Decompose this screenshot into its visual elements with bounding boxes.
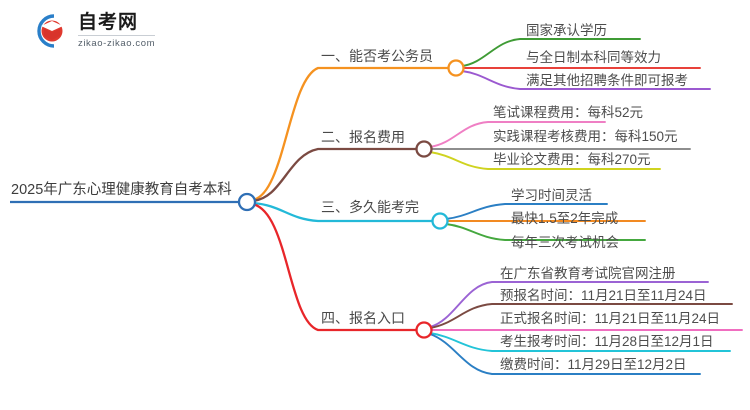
leaf-2-2: 实践课程考核费用：每科150元 <box>493 129 678 144</box>
leaf-4-1: 在广东省教育考试院官网注册 <box>500 266 676 281</box>
leaf-3-3-wrap[interactable]: 每年三次考试机会 <box>508 236 622 253</box>
branch-label-3: 三、多久能考完 <box>321 199 419 215</box>
branch-node-3[interactable] <box>431 212 449 230</box>
leaf-2-1-wrap[interactable]: 笔试课程费用：每科52元 <box>490 106 646 123</box>
leaf-2-3: 毕业论文费用：每科270元 <box>493 152 651 167</box>
branch-label-2: 二、报名费用 <box>321 129 405 145</box>
branch-node-4[interactable] <box>415 321 433 339</box>
leaf-1-2-wrap[interactable]: 与全日制本科同等效力 <box>523 51 664 68</box>
branch-label-3-wrap[interactable]: 三、多久能考完 <box>318 200 422 217</box>
leaf-3-1-wrap[interactable]: 学习时间灵活 <box>508 189 595 206</box>
root-label: 2025年广东心理健康教育自考本科 <box>11 182 232 198</box>
leaf-2-3-wrap[interactable]: 毕业论文费用：每科270元 <box>490 153 654 170</box>
leaf-3-1: 学习时间灵活 <box>511 188 592 203</box>
leaf-1-3-wrap[interactable]: 满足其他招聘条件即可报考 <box>523 74 691 91</box>
leaf-3-3: 每年三次考试机会 <box>511 235 619 250</box>
branch-label-1-wrap[interactable]: 一、能否考公务员 <box>318 49 436 66</box>
leaf-1-1-wrap[interactable]: 国家承认学历 <box>523 24 610 41</box>
leaf-1-1: 国家承认学历 <box>526 23 607 38</box>
leaf-4-3: 正式报名时间：11月21日至11月24日 <box>500 311 721 326</box>
leaf-1-2: 与全日制本科同等效力 <box>526 50 661 65</box>
branch-node-2[interactable] <box>415 140 433 158</box>
site-logo: 自考网 zikao-zikao.com <box>28 12 156 50</box>
leaf-4-5: 缴费时间：11月29日至12月2日 <box>500 357 687 372</box>
root-label-wrap[interactable]: 2025年广东心理健康教育自考本科 <box>8 183 235 201</box>
branch-label-1: 一、能否考公务员 <box>321 48 433 64</box>
branch-node-1[interactable] <box>447 59 465 77</box>
leaf-4-1-wrap[interactable]: 在广东省教育考试院官网注册 <box>497 267 679 284</box>
leaf-1-3: 满足其他招聘条件即可报考 <box>526 73 688 88</box>
leaf-4-4: 考生报考时间：11月28日至12月1日 <box>500 334 714 349</box>
branch-label-4: 四、报名入口 <box>321 310 405 326</box>
root-node[interactable] <box>237 192 257 212</box>
trunk-branch-2 <box>250 147 426 203</box>
logo-mark-icon <box>28 12 70 50</box>
leaf-4-2-wrap[interactable]: 预报名时间：11月21日至11月24日 <box>497 289 710 306</box>
leaf-3-2-wrap[interactable]: 最快1.5至2年完成 <box>508 212 621 229</box>
leaf-4-3-wrap[interactable]: 正式报名时间：11月21日至11月24日 <box>497 312 723 329</box>
leaf-4-2: 预报名时间：11月21日至11月24日 <box>500 288 707 303</box>
leaf-4-4-wrap[interactable]: 考生报考时间：11月28日至12月1日 <box>497 335 717 352</box>
leaf-3-2: 最快1.5至2年完成 <box>511 211 619 226</box>
branch-label-4-wrap[interactable]: 四、报名入口 <box>318 311 408 328</box>
leaf-2-1: 笔试课程费用：每科52元 <box>493 105 644 120</box>
logo-title: 自考网 <box>78 12 139 34</box>
leaf-2-2-wrap[interactable]: 实践课程考核费用：每科150元 <box>490 130 681 147</box>
leaf-4-5-wrap[interactable]: 缴费时间：11月29日至12月2日 <box>497 358 690 375</box>
logo-subtitle: zikao-zikao.com <box>78 35 156 49</box>
branch-label-2-wrap[interactable]: 二、报名费用 <box>318 130 408 147</box>
